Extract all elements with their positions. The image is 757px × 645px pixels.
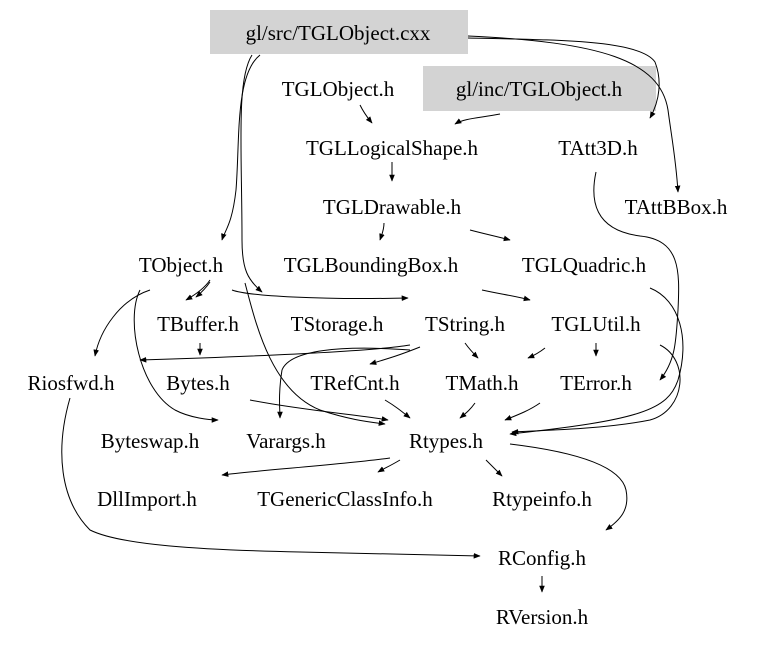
edge: [231, 289, 409, 301]
edge: [593, 171, 680, 381]
edge: [377, 459, 401, 473]
node-tstorage-h[interactable]: TStorage.h: [291, 312, 384, 336]
edge: [61, 397, 481, 559]
node-box-inc-tglobject-h: [423, 66, 656, 111]
node-inc-tglobject-h[interactable]: gl/inc/TGLObject.h: [456, 77, 623, 101]
edge: [379, 222, 385, 241]
edge: [139, 344, 411, 363]
edge: [384, 399, 411, 419]
edge: [481, 289, 531, 302]
node-tglutil-h[interactable]: TGLUtil.h: [551, 312, 641, 336]
node-tbuffer-h[interactable]: TBuffer.h: [157, 312, 239, 336]
edge: [464, 342, 479, 359]
edge: [467, 35, 681, 193]
edge: [93, 289, 151, 357]
edge: [221, 54, 261, 241]
node-dllimport-h[interactable]: DllImport.h: [97, 487, 197, 511]
node-trefcnt-h[interactable]: TRefCnt.h: [310, 371, 400, 395]
edge: [369, 346, 421, 365]
node-terror-h[interactable]: TError.h: [560, 371, 632, 395]
node-tatt3d-h[interactable]: TAtt3D.h: [558, 136, 638, 160]
edge: [221, 457, 391, 477]
edge: [454, 113, 501, 125]
edge: [509, 287, 684, 437]
node-rconfig-h[interactable]: RConfig.h: [498, 546, 587, 570]
edge: [133, 289, 219, 423]
node-rversion-h[interactable]: RVersion.h: [496, 605, 589, 629]
edge: [485, 459, 503, 477]
node-tglobject-h[interactable]: TGLObject.h: [282, 77, 395, 101]
node-box-src-tglobject-cxx: [210, 10, 468, 54]
edge: [467, 37, 660, 119]
edge: [249, 399, 389, 422]
node-tstring-h[interactable]: TString.h: [425, 312, 505, 336]
node-byteswap-h[interactable]: Byteswap.h: [101, 429, 200, 453]
node-tgllogicalshape-h[interactable]: TGLLogicalShape.h: [306, 136, 479, 160]
edge: [469, 229, 511, 242]
node-tglboundingbox-h[interactable]: TGLBoundingBox.h: [284, 253, 459, 277]
node-bytes-h[interactable]: Bytes.h: [166, 371, 230, 395]
node-varargs-h[interactable]: Varargs.h: [246, 429, 326, 453]
node-tglquadric-h[interactable]: TGLQuadric.h: [522, 253, 647, 277]
node-rtypeinfo-h[interactable]: Rtypeinfo.h: [492, 487, 592, 511]
node-tobject-h[interactable]: TObject.h: [139, 253, 224, 277]
edges: [61, 35, 684, 593]
edge: [195, 281, 211, 298]
edge: [527, 347, 546, 359]
edge: [359, 104, 373, 124]
edge: [185, 279, 211, 301]
edge: [240, 54, 263, 293]
node-tmath-h[interactable]: TMath.h: [446, 371, 519, 395]
edge: [504, 402, 541, 421]
node-tgldrawable-h[interactable]: TGLDrawable.h: [323, 195, 462, 219]
edge: [277, 347, 411, 419]
edge: [511, 344, 681, 435]
node-tattbbox-h[interactable]: TAttBBox.h: [625, 195, 728, 219]
nodes: gl/src/TGLObject.cxx TGLObject.h gl/inc/…: [28, 21, 728, 629]
edge: [244, 282, 386, 426]
node-rtypes-h[interactable]: Rtypes.h: [409, 429, 484, 453]
node-riosfwd-h[interactable]: Riosfwd.h: [28, 371, 115, 395]
edge: [509, 443, 628, 531]
node-tgenericclassinfo-h[interactable]: TGenericClassInfo.h: [257, 487, 433, 511]
node-src-tglobject-cxx[interactable]: gl/src/TGLObject.cxx: [246, 21, 431, 45]
edge: [459, 402, 476, 419]
